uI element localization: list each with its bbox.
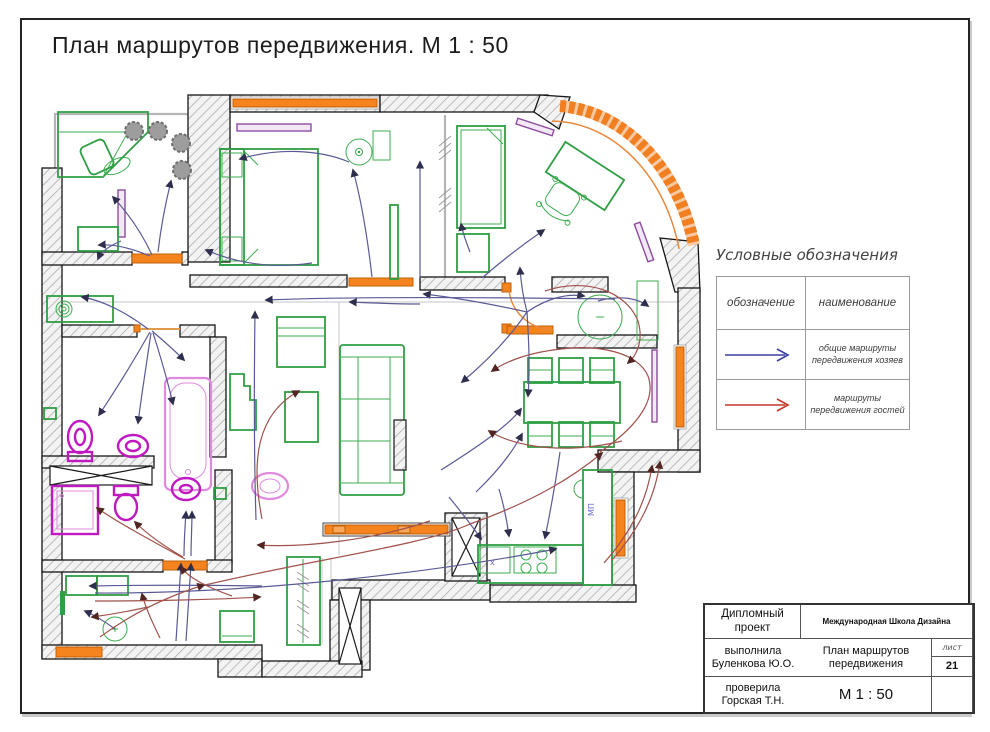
- coffee-table: [284, 391, 319, 443]
- routes-guests: [90, 284, 664, 639]
- author-role: выполнила: [724, 644, 782, 657]
- sheet-number: 21: [945, 660, 959, 673]
- vent-shafts: [49, 465, 481, 665]
- stool-round: [345, 138, 373, 166]
- tall-cabinet: [389, 204, 399, 280]
- drawing-scale: М 1 : 50: [838, 685, 894, 703]
- office-room: [57, 111, 192, 252]
- desk-chair: [536, 175, 587, 226]
- legend-label-guests: маршруты передвижения гостей: [810, 393, 905, 415]
- page-title: План маршрутов передвижения. М 1 : 50: [52, 32, 509, 58]
- bathroom2-door: [162, 560, 208, 571]
- sink-label: x: [490, 558, 495, 567]
- corner-desk: [57, 111, 149, 178]
- kitchen-counter: [477, 544, 584, 584]
- author-name: Буленкова Ю.О.: [711, 657, 795, 670]
- bathroom-1: [43, 295, 257, 492]
- dining-area: [523, 357, 621, 448]
- bedroom-door: [348, 277, 414, 287]
- kitchen-slider: [322, 522, 451, 537]
- hall-stool: [219, 610, 255, 643]
- kitchen-window: [615, 499, 626, 557]
- legend-table: обозначение наименование общие маршруты …: [716, 276, 910, 430]
- blue-route-arrow-icon: [725, 347, 790, 362]
- checker-cell: проверила Горская Т.Н.: [705, 677, 801, 712]
- living-room: [276, 316, 407, 496]
- project-type: Дипломный проект: [721, 608, 784, 634]
- bathroom-2: [50, 471, 290, 536]
- sink-unit: [479, 546, 511, 574]
- pouf: [172, 160, 192, 180]
- curved-window-band: [551, 100, 700, 250]
- hall-cabinet: [636, 280, 659, 341]
- drawing-title: План маршрутов передвижения: [822, 644, 910, 670]
- kitchen: x МП: [477, 469, 613, 586]
- legend-row-guests: маршруты передвижения гостей: [717, 379, 909, 429]
- pouf: [124, 121, 144, 141]
- scale-cell: М 1 : 50: [801, 677, 932, 712]
- office-chair: [79, 138, 115, 176]
- guide-lines: [53, 112, 680, 645]
- dishwasher-label: МП: [587, 503, 596, 516]
- stove-unit: [513, 546, 557, 574]
- bathroom1-door: [133, 324, 180, 333]
- title-block: Дипломный проект Международная Школа Диз…: [703, 603, 975, 714]
- nightstand: [456, 233, 490, 273]
- red-route-arrow-icon: [725, 397, 790, 412]
- bidet: [116, 433, 150, 459]
- walls: [41, 94, 701, 678]
- toilet: [66, 419, 94, 455]
- dining-chairs: [527, 357, 615, 448]
- armchair: [276, 316, 326, 368]
- sink-2: [170, 476, 202, 502]
- legend-label-hosts: общие маршруты передвижения хозяев: [811, 343, 903, 365]
- wall-shelf: [229, 373, 257, 431]
- kitchen-counter-vertical: [582, 469, 613, 586]
- purple-accents: [117, 117, 658, 423]
- washing-machine: [46, 295, 114, 323]
- vestibule: [577, 280, 659, 341]
- round-table: [577, 294, 623, 340]
- writing-desk: [544, 140, 626, 212]
- pouf: [148, 121, 168, 141]
- bedroom: [219, 130, 399, 280]
- office-door: [131, 253, 183, 264]
- pouf: [171, 133, 191, 153]
- office-cabinet: [77, 226, 119, 252]
- sheet-cell: лист 21: [932, 639, 973, 677]
- legend-col-symbol: обозначение: [717, 277, 806, 329]
- bedroom-window: [232, 98, 378, 108]
- author-cell: выполнила Буленкова Ю.О.: [705, 639, 801, 677]
- openings: [55, 96, 687, 658]
- double-bed: [219, 148, 319, 266]
- legend-row-hosts: общие маршруты передвижения хозяев: [717, 329, 909, 379]
- bedside-table: [372, 130, 391, 161]
- entry-door: [55, 646, 103, 658]
- vanity-sink: [250, 471, 290, 501]
- project-type-cell: Дипломный проект: [705, 605, 801, 639]
- pouf-round: [102, 616, 128, 642]
- drawing-title-cell: План маршрутов передвижения: [801, 639, 932, 677]
- sofa: [339, 344, 407, 496]
- school-cell: Международная Школа Дизайна: [801, 605, 973, 639]
- wardrobe: [286, 556, 321, 646]
- sheet-label: лист: [932, 639, 972, 657]
- bathtub: [163, 376, 213, 492]
- single-bed: [456, 125, 506, 229]
- dining-window: [675, 346, 685, 428]
- routes-hosts: [80, 150, 650, 642]
- dining-table: [523, 381, 621, 424]
- legend-col-name: наименование: [818, 297, 897, 309]
- school-name: Международная Школа Дизайна: [822, 616, 951, 626]
- checker-role: проверила: [725, 681, 781, 694]
- legend-header-row: обозначение наименование: [717, 277, 909, 329]
- empty-cell: [932, 677, 973, 712]
- checker-name: Горская Т.Н.: [721, 694, 785, 707]
- kids-room: [456, 125, 626, 273]
- legend-title: Условные обозначения: [716, 246, 898, 264]
- legend: Условные обозначения обозначение наимено…: [716, 246, 916, 430]
